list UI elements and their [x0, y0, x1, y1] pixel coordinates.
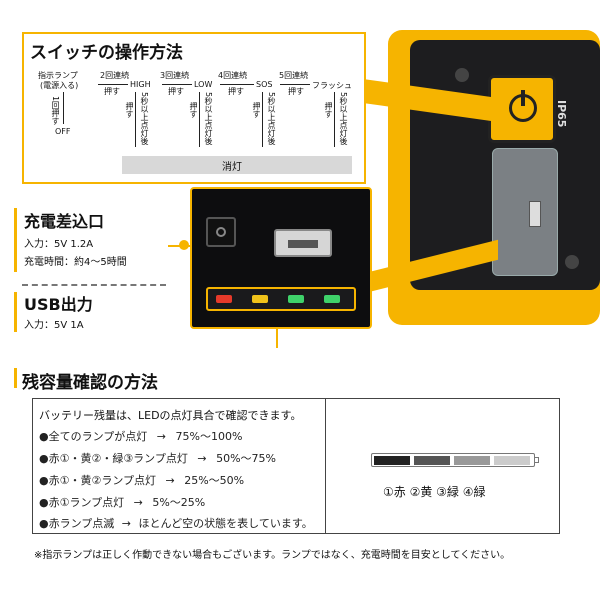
- battery-tip: [535, 457, 539, 463]
- battery-row: ●赤①ランプ点灯 → 5%〜25%: [39, 494, 205, 510]
- rubber-cover[interactable]: [492, 148, 558, 276]
- port-panel: [190, 187, 372, 329]
- led-strip: [206, 287, 356, 311]
- mode-sos: SOS: [256, 80, 273, 89]
- battery-row-left: ●赤①・黄②・緑③ランプ点灯: [39, 452, 188, 465]
- battery-row-arrow: →: [197, 452, 207, 465]
- hold-label-flash: 5秒以上点灯後: [339, 92, 348, 146]
- battery-seg-2: [414, 456, 450, 465]
- press-label-low: 押す: [189, 102, 198, 118]
- dc-charge-port[interactable]: [206, 217, 236, 247]
- usb-title-accent: [14, 292, 17, 332]
- battery-title-accent: [14, 368, 17, 388]
- power-icon-bar: [521, 90, 525, 106]
- battery-intro: バッテリー残量は、LEDの点灯具合で確認できます。: [39, 409, 302, 422]
- indicator-label: 指示ランプ: [38, 71, 78, 80]
- battery-row: ●赤ランプ点滅 → ほとんど空の状態を表しています。: [39, 515, 313, 531]
- off-arrow: [63, 92, 64, 124]
- battery-row-arrow: →: [156, 430, 166, 443]
- off-bar-label: 消灯: [222, 162, 242, 173]
- led-red: [216, 295, 232, 303]
- battery-row-left: ●全てのランプが点灯: [39, 430, 148, 443]
- charge-input: 入力：5V 1.2A: [24, 239, 94, 250]
- off-label: OFF: [55, 127, 71, 136]
- step-1-action: 2回連続: [100, 71, 130, 80]
- battery-row-right: 75%〜100%: [175, 430, 243, 443]
- battery-row-arrow: →: [165, 474, 175, 487]
- usb-title: USB出力: [24, 295, 93, 314]
- battery-row: ●全てのランプが点灯 → 75%〜100%: [39, 428, 242, 444]
- battery-seg-3: [454, 456, 490, 465]
- press-label-flash: 押す: [324, 102, 333, 118]
- battery-row: ●赤①・黄②ランプ点灯 → 25%〜50%: [39, 472, 244, 488]
- arrow-2: [162, 84, 192, 85]
- mode-high: HIGH: [130, 80, 151, 89]
- charge-pointer-dot: [179, 240, 189, 250]
- battery-note: ※指示ランプは正しく作動できない場合もございます。ランプではなく、充電時間を目安…: [34, 550, 511, 561]
- down-arrow-high: [135, 92, 136, 147]
- ip-label: IP65: [555, 100, 568, 128]
- battery-row-right: ほとんど空の状態を表しています。: [138, 517, 313, 530]
- usb-port-small: [529, 201, 541, 227]
- screw-icon: [565, 255, 579, 269]
- battery-seg-4: [494, 456, 530, 465]
- usb-port-pins: [288, 240, 318, 248]
- charge-title-accent: [14, 208, 17, 272]
- charge-title: 充電差込口: [24, 212, 105, 231]
- battery-seg-1: [374, 456, 410, 465]
- hold-label-sos: 5秒以上点灯後: [267, 92, 276, 146]
- battery-table-divider: [325, 399, 326, 533]
- battery-row-left: ●赤ランプ点滅: [39, 517, 115, 530]
- press-label-high: 押す: [125, 102, 134, 118]
- battery-row-right: 50%〜75%: [216, 452, 276, 465]
- battery-row-arrow: →: [121, 517, 131, 530]
- step-3-action: 4回連続: [218, 71, 248, 80]
- battery-icon: [371, 453, 535, 467]
- battery-row-arrow: →: [133, 496, 143, 509]
- step-4-press: 押す: [288, 87, 304, 96]
- charge-time: 充電時間：約4〜5時間: [24, 257, 127, 268]
- step-2-action: 3回連続: [160, 71, 190, 80]
- press-label-sos: 押す: [252, 102, 261, 118]
- switch-title: スイッチの操作方法: [30, 43, 183, 63]
- battery-row: ●赤①・黄②・緑③ランプ点灯 → 50%〜75%: [39, 450, 276, 466]
- off-bar: 消灯: [122, 156, 352, 174]
- battery-legend: ①赤 ②黄 ③緑 ④緑: [383, 485, 486, 499]
- dc-port-hole: [216, 227, 226, 237]
- mode-flash: フラッシュ: [312, 81, 352, 90]
- down-arrow-flash: [334, 92, 335, 147]
- led-green-1: [288, 295, 304, 303]
- down-arrow-low: [199, 92, 200, 147]
- step-1-press: 押す: [104, 87, 120, 96]
- step-1-label: 1回押す: [51, 96, 60, 126]
- step-4-action: 5回連続: [279, 71, 309, 80]
- hold-label-low: 5秒以上点灯後: [204, 92, 213, 146]
- arrow-3: [220, 84, 254, 85]
- step-3-press: 押す: [228, 87, 244, 96]
- usb-output-port[interactable]: [274, 229, 332, 257]
- battery-table: バッテリー残量は、LEDの点灯具合で確認できます。 ●全てのランプが点灯 → 7…: [32, 398, 560, 534]
- screw-icon: [455, 68, 469, 82]
- led-green-2: [324, 295, 340, 303]
- battery-row-left: ●赤①・黄②ランプ点灯: [39, 474, 156, 487]
- arrow-1: [98, 84, 128, 85]
- arrow-4: [280, 84, 310, 85]
- battery-row-left: ●赤①ランプ点灯: [39, 496, 125, 509]
- down-arrow-sos: [262, 92, 263, 147]
- led-yellow: [252, 295, 268, 303]
- power-button[interactable]: [488, 75, 556, 143]
- mode-low: LOW: [194, 80, 213, 89]
- indicator-sublabel: (電源入る): [40, 81, 79, 90]
- battery-row-right: 25%〜50%: [184, 474, 245, 487]
- step-2-press: 押す: [168, 87, 184, 96]
- battery-row-right: 5%〜25%: [152, 496, 206, 509]
- battery-title: 残容量確認の方法: [22, 373, 158, 393]
- usb-input: 入力：5V 1A: [24, 320, 84, 331]
- dashed-divider: [22, 284, 166, 286]
- hold-label-high: 5秒以上点灯後: [140, 92, 149, 146]
- usb-pointer-line: [276, 318, 278, 348]
